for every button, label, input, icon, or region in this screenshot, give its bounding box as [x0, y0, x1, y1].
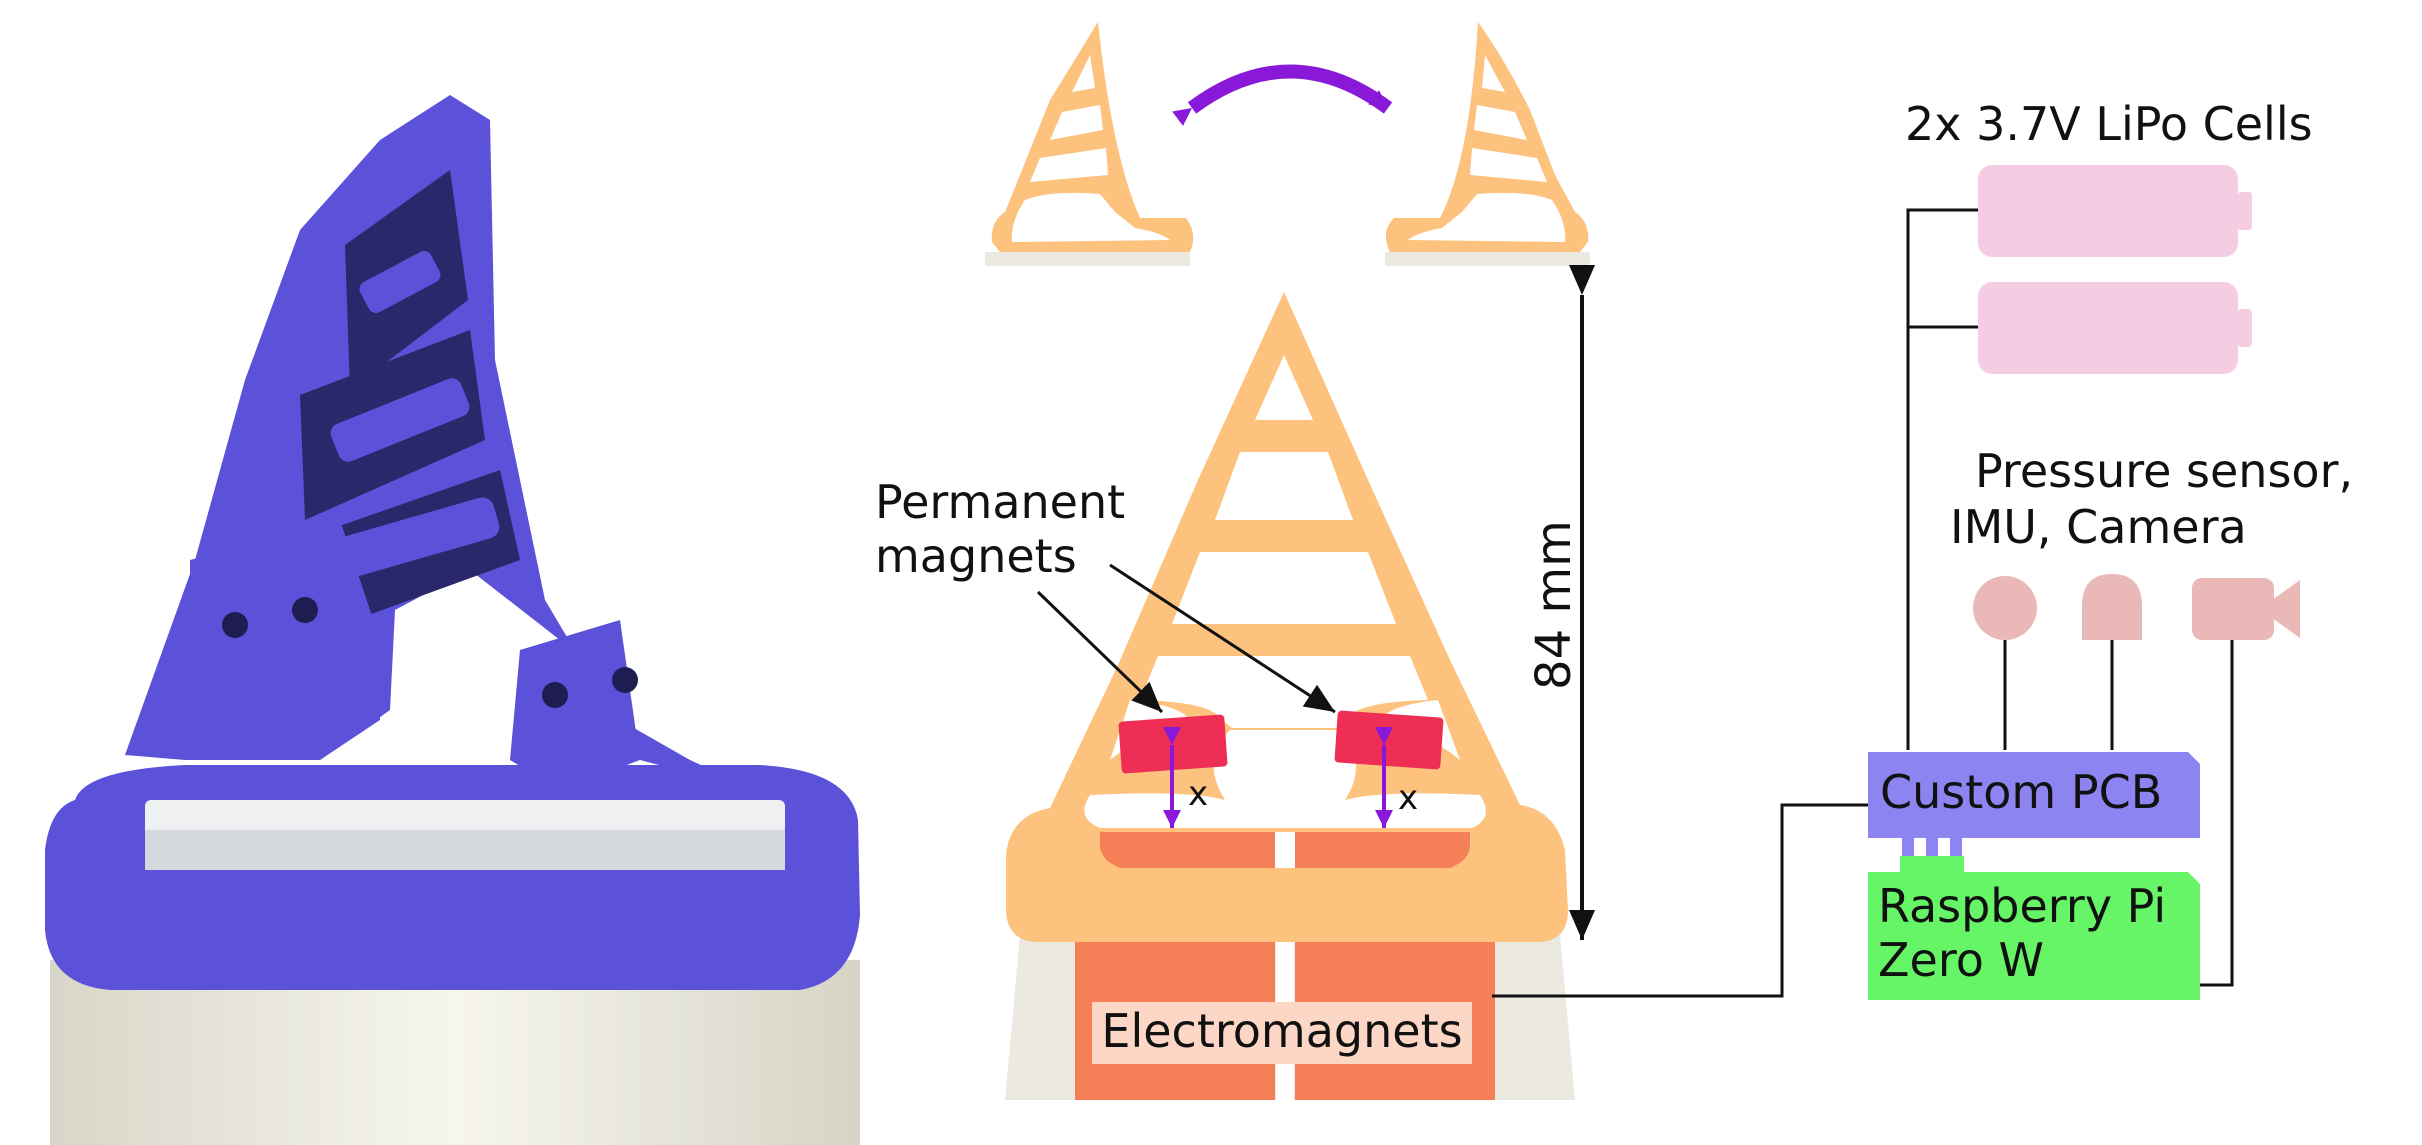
magnets-label-line1: Permanent — [875, 475, 1125, 529]
pressure-sensor-icon — [1973, 576, 2037, 640]
fin-photo-rim — [45, 765, 860, 990]
double-arrow-icon — [1192, 72, 1388, 109]
fin-diagram-main: x x Electromagnets — [1005, 292, 1575, 1100]
pcb-pin — [1902, 838, 1914, 858]
pcb-pin — [1950, 838, 1962, 858]
wire-battery — [1908, 210, 1978, 750]
permanent-magnet-right — [1334, 710, 1443, 769]
fin-photo — [45, 95, 860, 1145]
electromagnets-label: Electromagnets — [1101, 1004, 1462, 1058]
battery-terminal — [2238, 309, 2252, 347]
pcb-label: Custom PCB — [1880, 765, 2162, 819]
fin-photo-left-foot — [190, 520, 380, 760]
electromagnet-top-left — [1100, 832, 1275, 868]
pcb-pin — [1926, 838, 1938, 858]
camera-lens-icon — [2272, 580, 2300, 638]
wire-camera — [2200, 640, 2232, 985]
electromagnet-top-right — [1295, 832, 1470, 868]
batteries — [1978, 165, 2252, 374]
battery-icon — [1978, 282, 2238, 374]
battery-label: 2x 3.7V LiPo Cells — [1905, 97, 2313, 151]
custom-pcb: Custom PCB — [1868, 752, 2200, 858]
gap-label-right: x — [1398, 778, 1418, 818]
sensors-label-line1: Pressure sensor, — [1975, 444, 2353, 498]
center-divider-top — [1275, 832, 1295, 868]
fin-deflected-left — [985, 22, 1193, 266]
pi-label-line2: Zero W — [1878, 933, 2044, 987]
mini-base-right — [1385, 252, 1590, 266]
imu-icon — [2082, 574, 2142, 640]
fin-photo-right-foot — [510, 620, 640, 790]
raspberry-pi: Raspberry Pi Zero W — [1868, 856, 2200, 1000]
sensor-icons — [1973, 574, 2300, 640]
height-label: 84 mm — [1526, 520, 1582, 690]
sensors-label-line2: IMU, Camera — [1950, 500, 2247, 554]
magnets-label-line2: magnets — [875, 529, 1077, 583]
fin-photo-window-shade — [145, 830, 785, 870]
battery-terminal — [2238, 192, 2252, 230]
gap-label-left: x — [1188, 774, 1208, 814]
camera-icon — [2192, 578, 2274, 640]
battery-icon — [1978, 165, 2238, 257]
pi-label-line1: Raspberry Pi — [1878, 879, 2166, 933]
fin-deflected-right — [1385, 22, 1590, 266]
mini-base-left — [985, 252, 1190, 266]
